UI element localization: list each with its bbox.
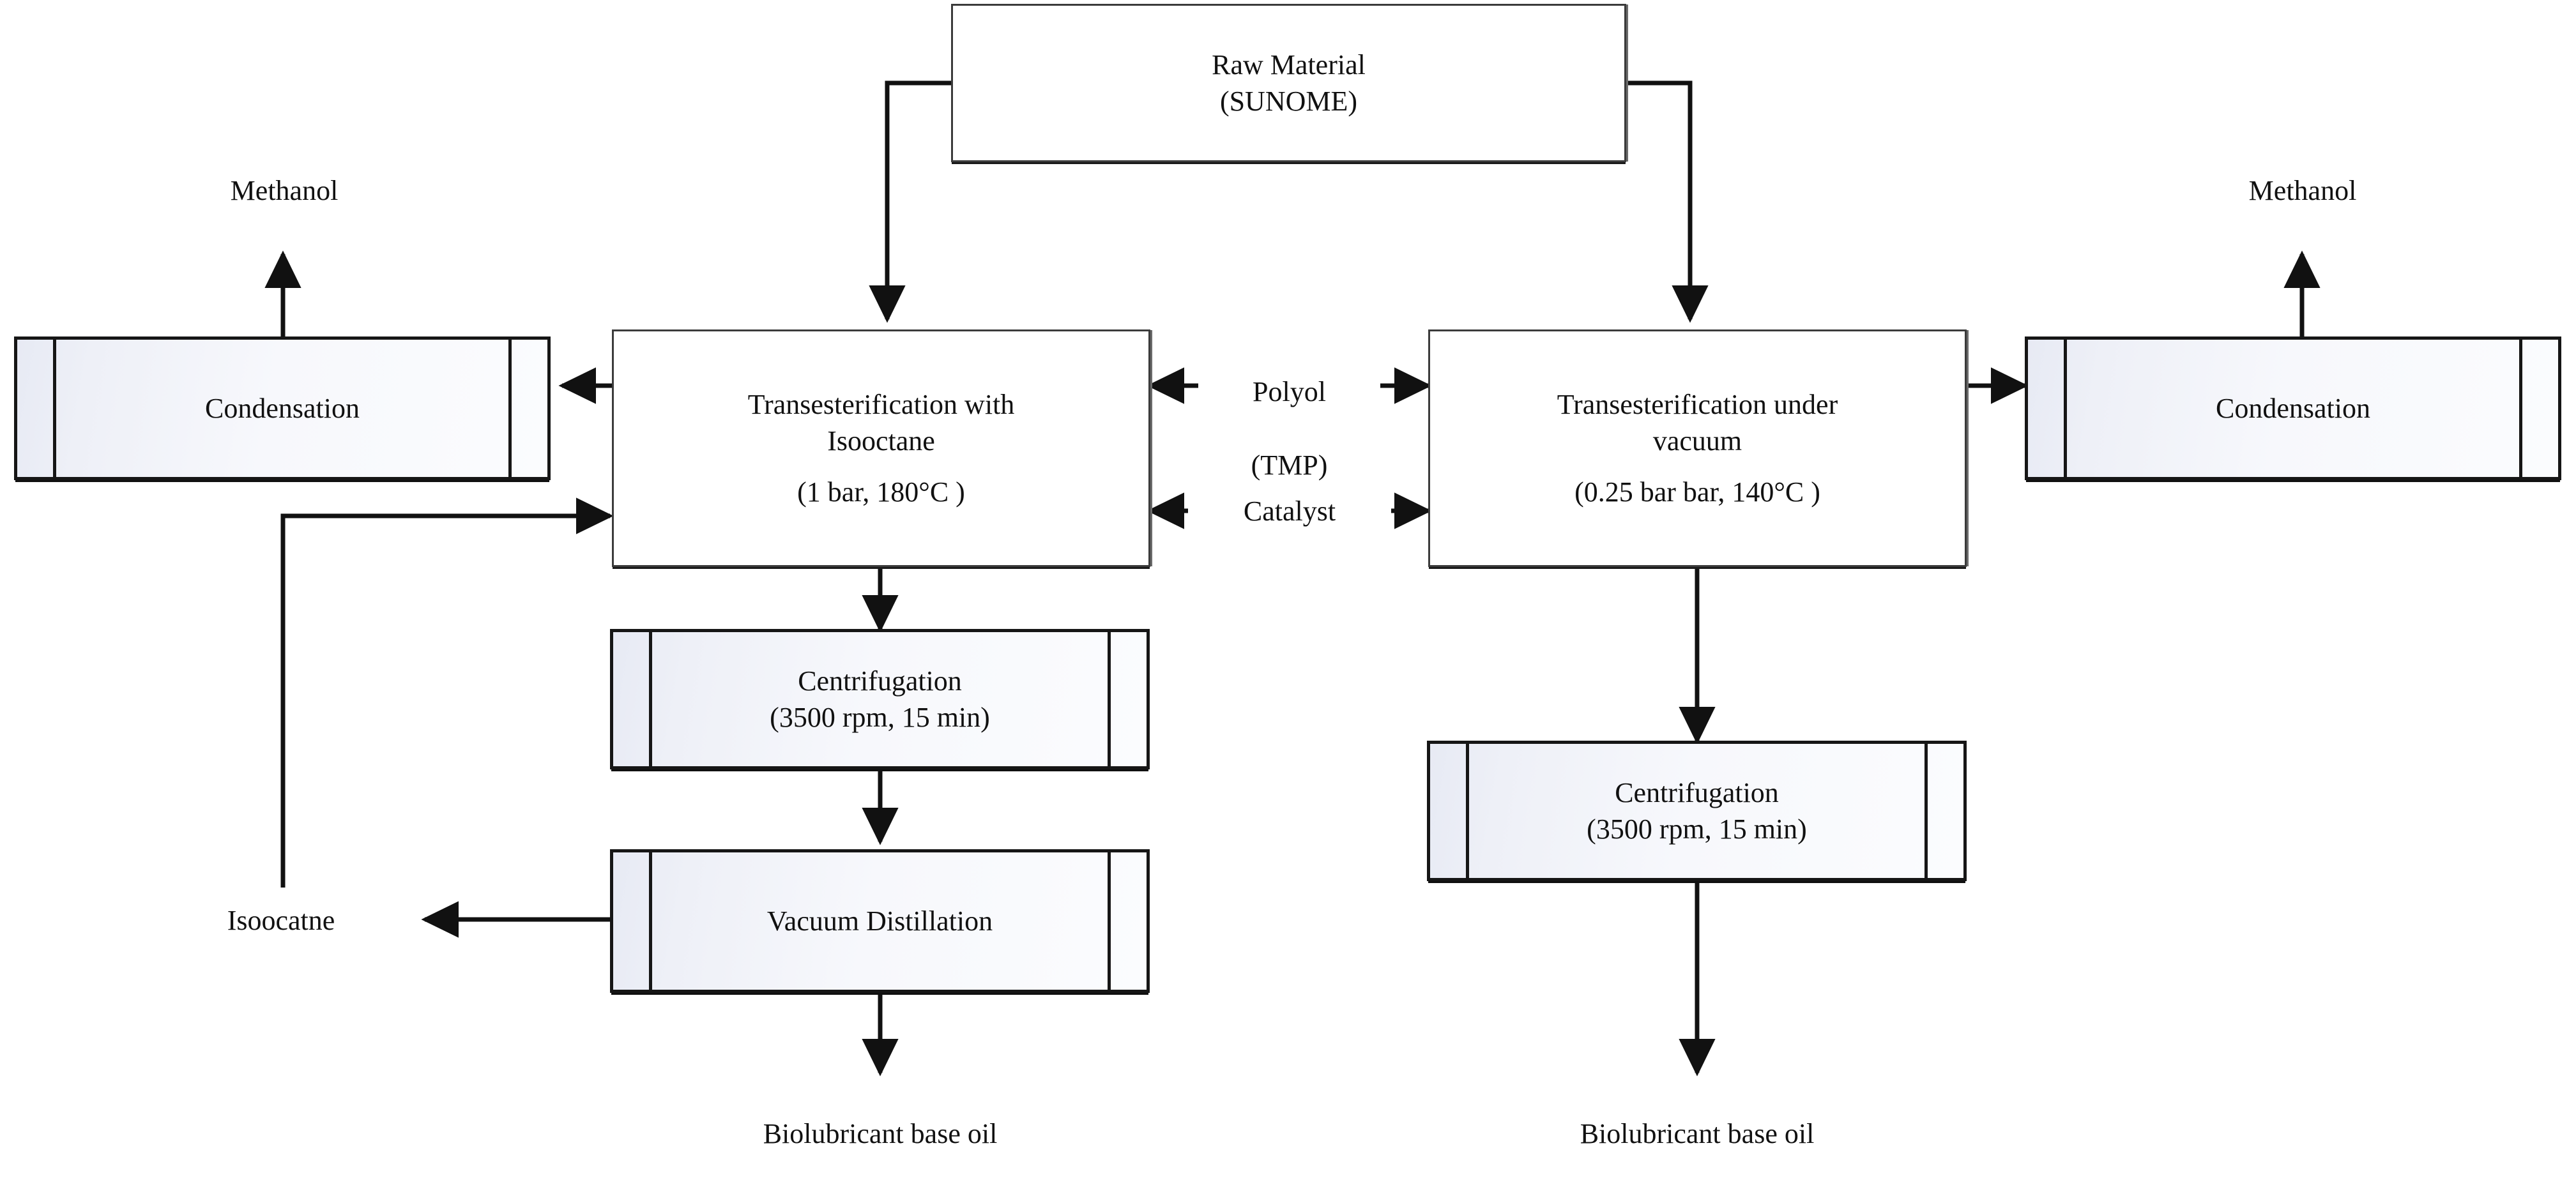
predefined-process-bar-left — [649, 632, 652, 766]
node-transesterification-vacuum[interactable]: Transesterification under vacuum (0.25 b… — [1428, 329, 1967, 567]
spacer — [748, 460, 1015, 474]
centrifugation-right-line2: (3500 rpm, 15 min) — [1587, 813, 1807, 845]
biolubricant-left-line1: Biolubricant base oil — [763, 1118, 998, 1150]
node-centrifugation-left[interactable]: Centrifugation (3500 rpm, 15 min) — [610, 629, 1150, 769]
transesterification-isooctane-text: Transesterification with Isooctane (1 ba… — [748, 386, 1015, 510]
transesterification-vacuum-text: Transesterification under vacuum (0.25 b… — [1557, 386, 1838, 510]
label-methanol-right: Methanol — [2248, 175, 2357, 206]
label-catalyst: Catalyst — [1243, 495, 1336, 527]
label-isooctane-recovered: Isoocatne — [227, 905, 335, 936]
predefined-process-bar-left — [649, 852, 652, 990]
raw-material-line1: Raw Material — [1212, 49, 1366, 80]
spacer — [1557, 460, 1838, 474]
predefined-process-bar-left — [53, 340, 56, 477]
centrifugation-right-text: Centrifugation (3500 rpm, 15 min) — [1541, 775, 1853, 847]
node-raw-material[interactable]: Raw Material (SUNOME) — [951, 4, 1626, 162]
centrifugation-left-text: Centrifugation (3500 rpm, 15 min) — [724, 663, 1036, 736]
flow-isooctane-recycle-to-left-reactor — [280, 497, 614, 888]
centrifugation-right-line1: Centrifugation — [1615, 776, 1779, 808]
label-biolubricant-left: Biolubricant base oil (TMP-esters) — [689, 1079, 1072, 1187]
transesterification-vacuum-line2: vacuum — [1652, 425, 1742, 457]
centrifugation-left-line1: Centrifugation — [798, 665, 962, 697]
transesterification-vacuum-line3: (0.25 bar bar, 140°C ) — [1574, 476, 1820, 508]
polyol-line2: (TMP) — [1251, 449, 1328, 481]
vacuum-distillation-label: Vacuum Distillation — [766, 905, 993, 937]
transesterification-isooctane-line3: (1 bar, 180°C ) — [797, 476, 965, 508]
transesterification-isooctane-line1: Transesterification with — [747, 389, 1015, 421]
predefined-process-bar-right — [1924, 744, 1928, 878]
predefined-process-bar-right — [2519, 340, 2522, 477]
node-condensation-right[interactable]: Condensation — [2025, 336, 2561, 480]
predefined-process-bar-right — [508, 340, 512, 477]
node-centrifugation-right[interactable]: Centrifugation (3500 rpm, 15 min) — [1427, 741, 1967, 881]
condensation-left-label: Condensation — [205, 392, 360, 424]
raw-material-text: Raw Material (SUNOME) — [1212, 47, 1366, 119]
transesterification-vacuum-line1: Transesterification under — [1557, 389, 1838, 421]
predefined-process-bar-right — [1108, 632, 1111, 766]
condensation-right-label: Condensation — [2216, 392, 2370, 424]
biolubricant-right-line1: Biolubricant base oil — [1580, 1118, 1815, 1150]
predefined-process-bar-right — [1108, 852, 1111, 990]
node-condensation-left[interactable]: Condensation — [14, 336, 551, 480]
predefined-process-bar-left — [2064, 340, 2067, 477]
polyol-line1: Polyol — [1253, 376, 1326, 408]
predefined-process-bar-left — [1466, 744, 1469, 878]
label-biolubricant-right: Biolubricant base oil (TMP-esters) — [1505, 1079, 1889, 1187]
label-polyol: Polyol (TMP) — [1198, 337, 1380, 520]
node-vacuum-distillation[interactable]: Vacuum Distillation — [610, 849, 1150, 993]
flow-raw-to-right-reactor — [1626, 80, 1709, 323]
centrifugation-left-line2: (3500 rpm, 15 min) — [770, 702, 990, 733]
node-transesterification-isooctane[interactable]: Transesterification with Isooctane (1 ba… — [612, 329, 1150, 567]
label-methanol-left: Methanol — [230, 175, 339, 206]
raw-material-line2: (SUNOME) — [1219, 86, 1358, 117]
flow-raw-to-left-reactor — [869, 80, 951, 323]
transesterification-isooctane-line2: Isooctane — [827, 425, 935, 457]
